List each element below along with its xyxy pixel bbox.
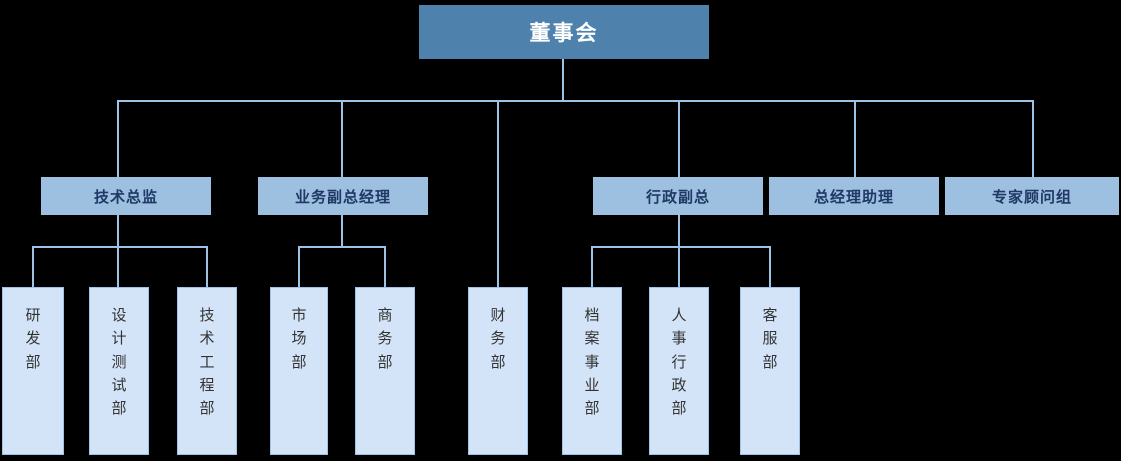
connector-admin-child-1	[591, 246, 593, 288]
node-business-dept[interactable]: 商务部	[355, 287, 415, 455]
node-hr-admin-dept[interactable]: 人事行政部	[649, 287, 709, 455]
connector-business-child-2	[384, 246, 386, 288]
node-admin-vp[interactable]: 行政副总	[593, 177, 763, 215]
node-label-vertical: 人事行政部	[671, 307, 687, 417]
connector-drop-business-vp	[341, 100, 343, 178]
node-label: 行政副总	[645, 188, 710, 206]
connector-drop-admin-vp	[678, 100, 680, 178]
connector-business-stem	[341, 214, 343, 247]
connector-drop-expert-group	[1032, 100, 1034, 178]
connector-tech-child-3	[206, 246, 208, 288]
connector-drop-finance-dept	[497, 100, 499, 288]
node-label-vertical: 市场部	[291, 307, 307, 371]
connector-drop-tech-director	[117, 100, 119, 178]
node-finance-dept[interactable]: 财务部	[468, 287, 528, 455]
node-expert-advisory-group[interactable]: 专家顾问组	[945, 177, 1119, 215]
node-archives-division[interactable]: 档案事业部	[562, 287, 622, 455]
node-tech-director[interactable]: 技术总监	[41, 177, 211, 215]
node-label: 专家顾问组	[991, 188, 1072, 206]
node-rd-dept[interactable]: 研发部	[2, 287, 64, 455]
connector-drop-gm-assistant	[854, 100, 856, 178]
connector-admin-child-2	[678, 246, 680, 288]
node-customer-service-dept[interactable]: 客服部	[740, 287, 800, 455]
node-label-vertical: 档案事业部	[584, 307, 600, 417]
connector-root-stem	[562, 59, 564, 101]
node-label: 总经理助理	[813, 188, 894, 206]
node-label: 董事会	[529, 22, 599, 45]
node-label: 业务副总经理	[294, 188, 391, 206]
node-design-test-dept[interactable]: 设计测试部	[89, 287, 149, 455]
connector-main-bus	[117, 100, 1033, 102]
node-label-vertical: 客服部	[762, 307, 778, 371]
connector-tech-stem	[117, 214, 119, 247]
connector-tech-child-2	[117, 246, 119, 288]
connector-business-child-1	[298, 246, 300, 288]
connector-tech-child-1	[32, 246, 34, 288]
connector-tech-bus	[32, 246, 207, 248]
node-gm-assistant[interactable]: 总经理助理	[769, 177, 939, 215]
node-board-of-directors[interactable]: 董事会	[419, 5, 709, 59]
connector-admin-child-3	[769, 246, 771, 288]
node-label-vertical: 商务部	[377, 307, 393, 371]
node-label: 技术总监	[93, 188, 158, 206]
connector-admin-stem	[678, 214, 680, 247]
node-tech-engineering-dept[interactable]: 技术工程部	[177, 287, 237, 455]
node-business-vp[interactable]: 业务副总经理	[258, 177, 428, 215]
node-label-vertical: 技术工程部	[199, 307, 215, 417]
connector-business-bus	[298, 246, 385, 248]
node-label-vertical: 设计测试部	[111, 307, 127, 417]
connector-admin-bus	[591, 246, 770, 248]
node-label-vertical: 研发部	[25, 307, 41, 371]
node-marketing-dept[interactable]: 市场部	[270, 287, 328, 455]
node-label-vertical: 财务部	[490, 307, 506, 371]
